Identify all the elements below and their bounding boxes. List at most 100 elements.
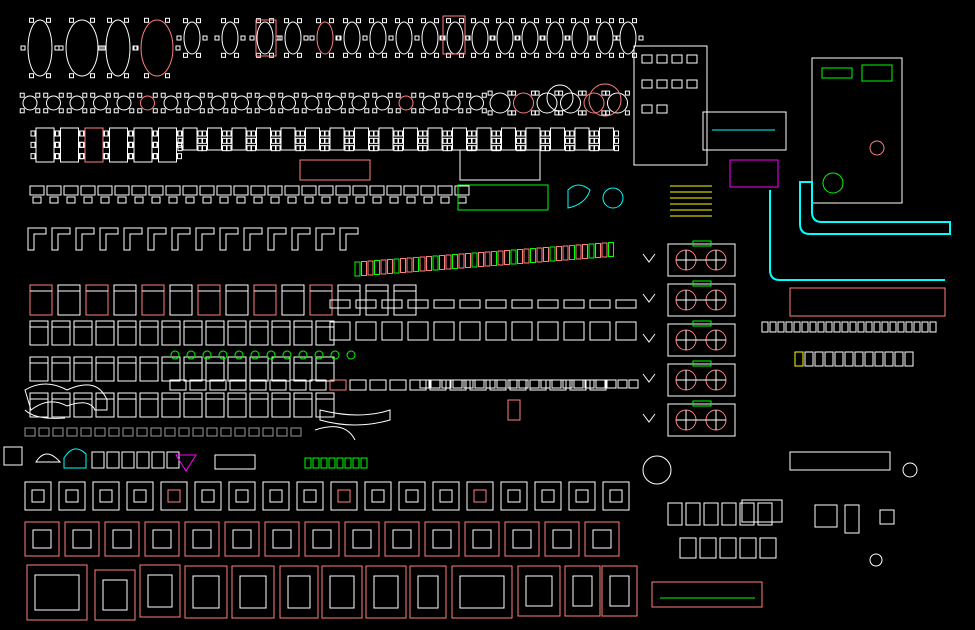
chair — [246, 130, 252, 137]
chair-side — [881, 321, 889, 333]
bed — [51, 392, 71, 418]
wardrobe — [615, 321, 637, 341]
bed — [205, 392, 225, 418]
dining-table — [207, 127, 222, 151]
seat-elevation — [804, 351, 814, 367]
living-set-table — [592, 529, 612, 549]
kitchen-row — [789, 287, 946, 317]
oval-table — [369, 21, 387, 55]
chair — [418, 137, 423, 144]
chair-side — [873, 321, 881, 333]
chair — [344, 145, 350, 152]
chair — [69, 17, 74, 23]
chair — [79, 141, 85, 148]
round-table — [210, 95, 226, 111]
chair-side — [809, 321, 817, 333]
cabinet-row — [164, 427, 176, 437]
shower-cabinet — [703, 502, 719, 526]
shower-cabinet — [667, 502, 683, 526]
chair-side — [841, 321, 849, 333]
coffee-table — [167, 489, 181, 503]
chair — [571, 52, 576, 58]
cabinet-row — [262, 427, 274, 437]
chair — [19, 92, 25, 98]
desk — [403, 185, 419, 196]
office-desks-row — [29, 149, 624, 211]
living-room-layout — [601, 565, 638, 617]
chair — [491, 130, 497, 137]
cabinet-row — [290, 427, 302, 437]
round-table — [257, 95, 273, 111]
storage-unit — [601, 242, 608, 258]
storage-unit — [413, 257, 419, 272]
chair — [422, 137, 428, 144]
coffee-table — [99, 489, 113, 503]
sofa-set — [296, 481, 324, 511]
chair — [340, 108, 346, 114]
bed — [73, 320, 93, 346]
round-stool — [902, 462, 918, 478]
desk — [386, 185, 402, 196]
sheet-detail — [686, 79, 698, 89]
cabinet-row — [24, 427, 36, 437]
chair — [269, 52, 274, 58]
square-unit — [3, 446, 23, 466]
chair — [509, 18, 514, 24]
dining-table — [35, 127, 55, 163]
wardrobe — [485, 321, 507, 341]
bed — [139, 320, 159, 346]
sofa-set — [568, 481, 596, 511]
dining-table — [158, 127, 177, 163]
cabinet-row — [94, 427, 106, 437]
chair — [176, 108, 182, 114]
chair — [398, 137, 403, 144]
chair — [421, 18, 426, 24]
chair-side — [897, 321, 905, 333]
chair-side — [865, 321, 873, 333]
door-label-bar — [692, 320, 712, 327]
living-set-pink — [304, 521, 340, 557]
office-chair — [406, 196, 416, 204]
planter — [320, 457, 328, 469]
chair — [596, 52, 601, 58]
office-chair — [151, 196, 161, 204]
living-room-rug — [192, 575, 220, 609]
chair-side — [825, 321, 833, 333]
detail-sheet — [633, 45, 951, 317]
chair-small — [463, 379, 474, 389]
chair — [624, 110, 630, 116]
chair — [414, 35, 420, 41]
chair — [128, 130, 134, 137]
bed — [271, 320, 291, 346]
chair-small — [419, 379, 430, 389]
l-shaped-desk — [147, 227, 167, 251]
coffee-table — [133, 489, 147, 503]
storage-unit — [556, 246, 562, 261]
storage-unit — [523, 248, 530, 264]
bed — [225, 284, 249, 316]
oval-table — [284, 21, 302, 55]
chair — [419, 108, 425, 114]
chair — [458, 108, 464, 114]
dining-table — [84, 127, 104, 163]
living-room-rug — [147, 574, 173, 608]
coffee-table — [201, 489, 215, 503]
chair — [419, 92, 425, 98]
dresser — [537, 299, 559, 309]
storage-unit — [445, 254, 452, 270]
dining-table — [182, 127, 198, 151]
sofa-set — [228, 481, 256, 511]
chair — [589, 130, 595, 137]
banquet-table — [442, 15, 466, 55]
chair — [177, 137, 183, 144]
coffee-table — [473, 489, 487, 503]
chair — [395, 108, 401, 114]
sofa-seat — [229, 379, 247, 391]
bed — [141, 284, 165, 316]
bed — [227, 356, 247, 382]
chair — [411, 108, 417, 114]
wardrobe — [381, 321, 403, 341]
storage-unit — [582, 244, 588, 259]
chair — [584, 18, 589, 24]
